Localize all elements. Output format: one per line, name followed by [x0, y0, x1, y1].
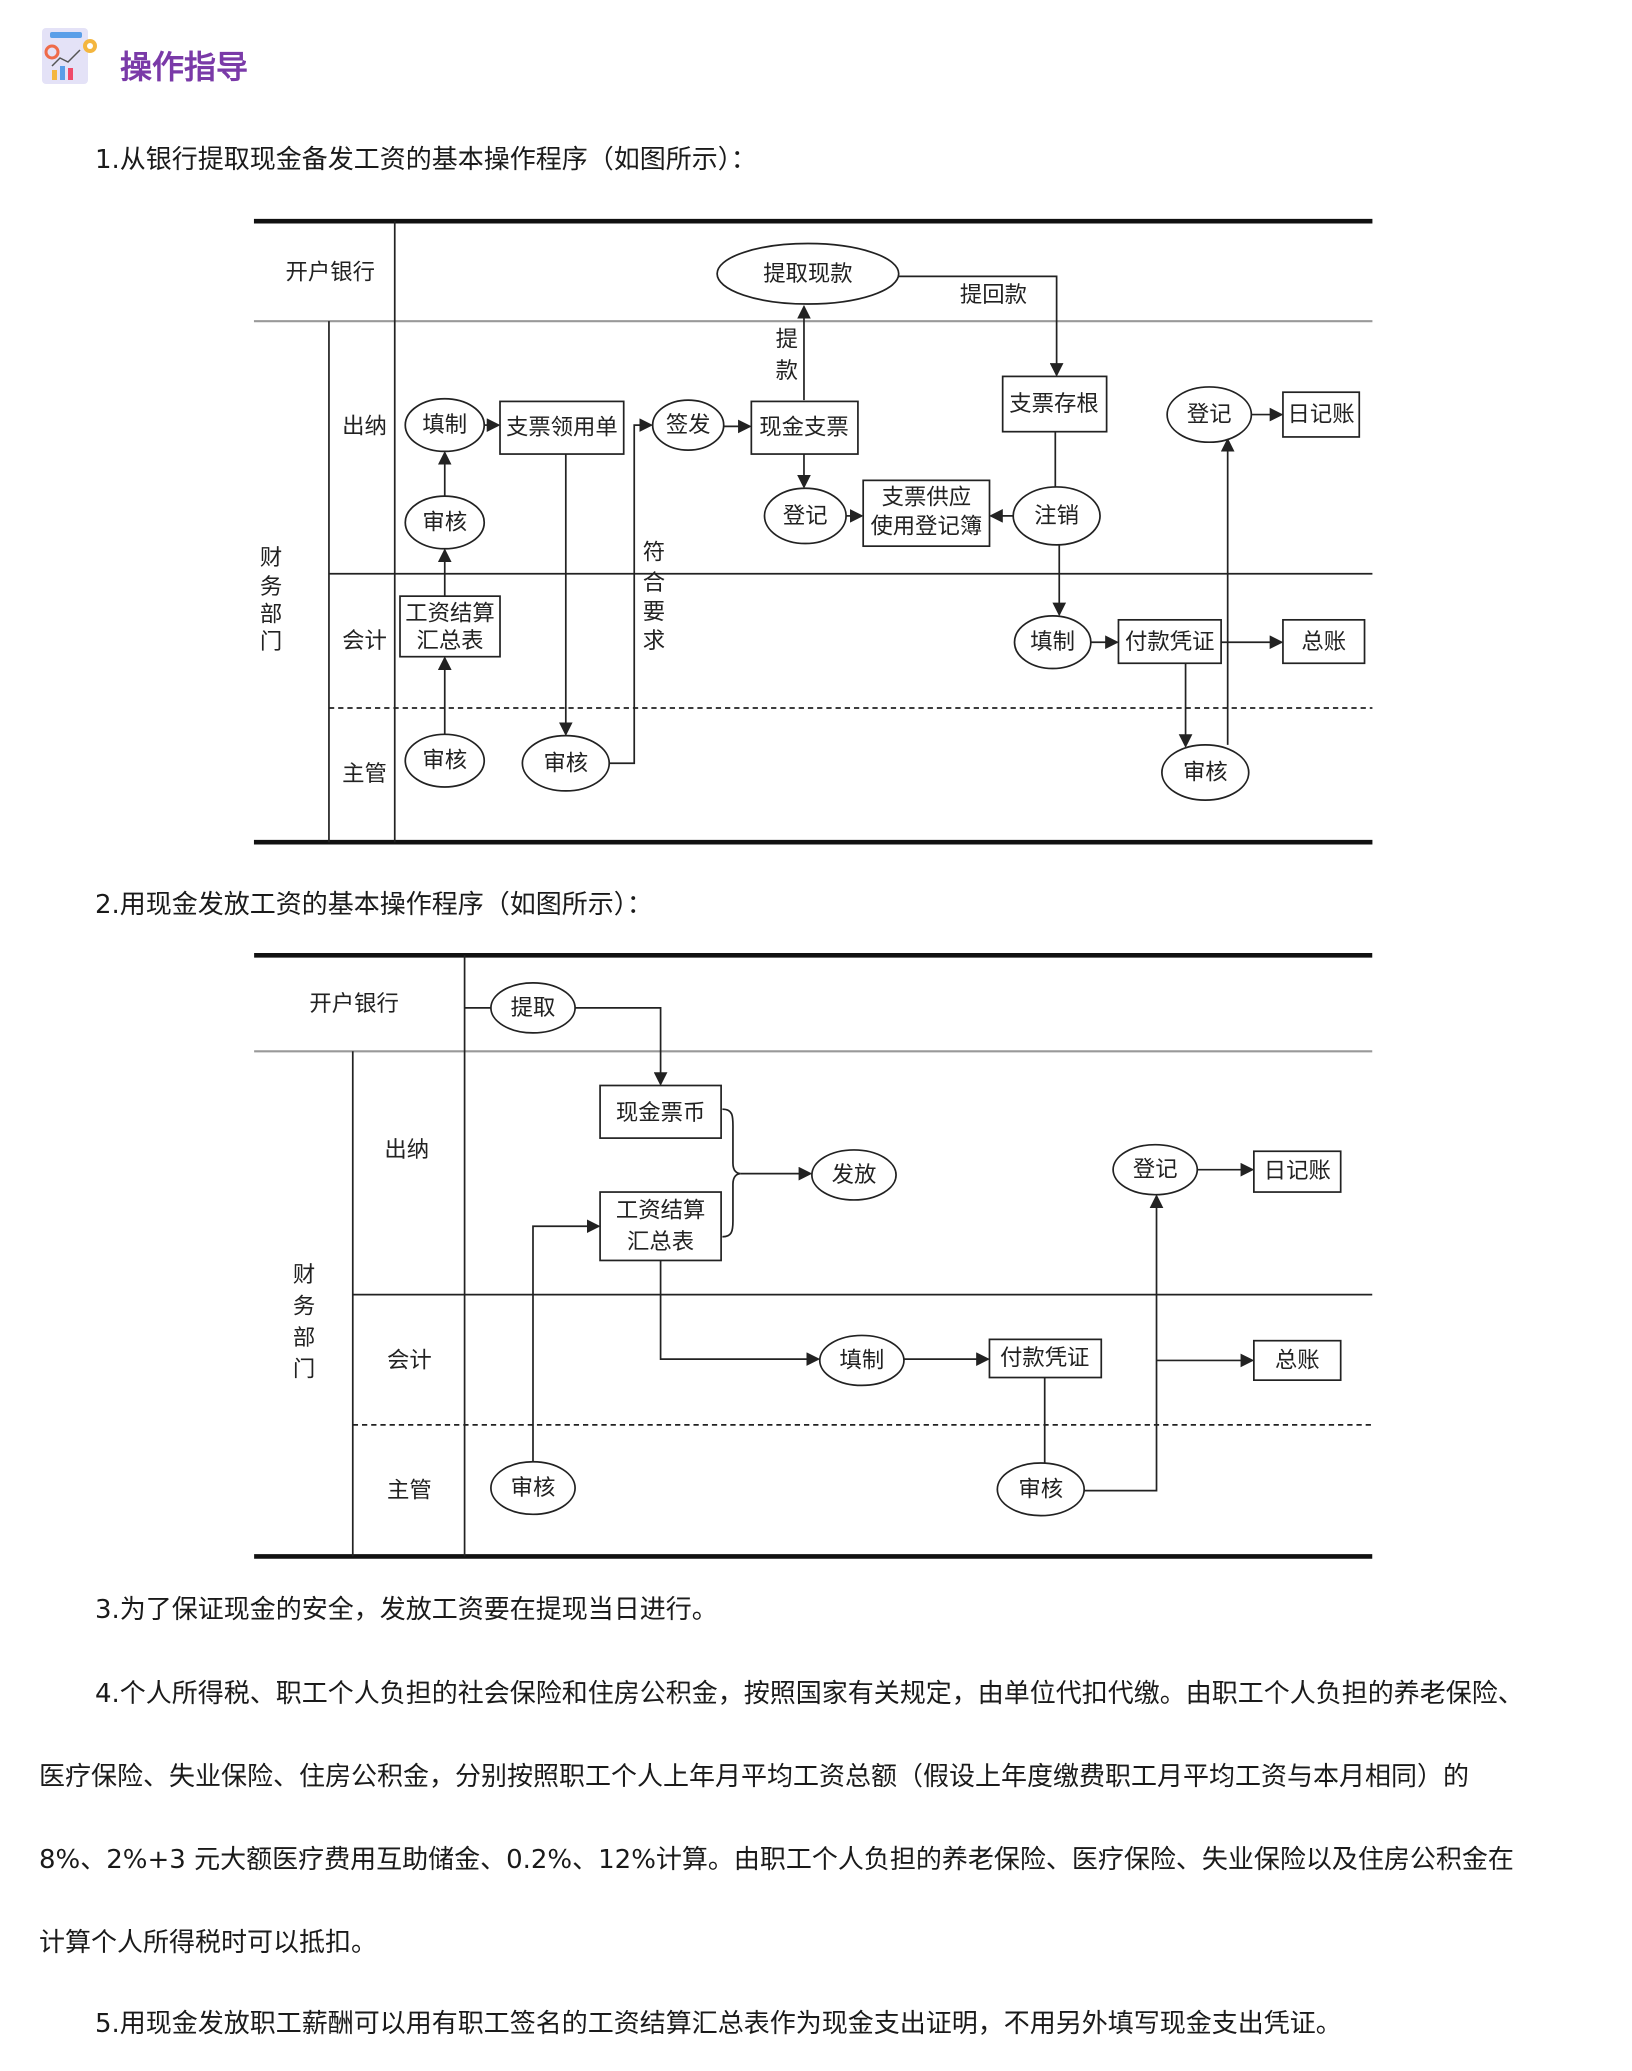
- lane-cashier: 出纳: [342, 413, 387, 439]
- svg-text:审核: 审核: [422, 509, 467, 535]
- svg-text:汇总表: 汇总表: [627, 1229, 694, 1255]
- section-1-heading: 1.从银行提取现金备发工资的基本操作程序（如图所示）：: [95, 145, 757, 175]
- node-fill1: 填制: [404, 397, 486, 453]
- lane-supervisor: 主管: [342, 761, 387, 787]
- node-payroll: 工资结算汇总表: [399, 595, 501, 658]
- report-chart-gear-icon: [42, 28, 97, 84]
- node-reg: 登记: [1112, 1143, 1199, 1196]
- section-3-text: 3.为了保证现金的安全，发放工资要在提现当日进行。: [95, 1595, 718, 1625]
- page-title: 操作指导: [120, 48, 249, 86]
- node-review3: 审核: [521, 734, 611, 792]
- svg-text:付款凭证: 付款凭证: [1000, 1345, 1089, 1371]
- svg-text:审核: 审核: [1183, 759, 1228, 785]
- svg-text:审核: 审核: [422, 748, 467, 774]
- section-2-heading: 2.用现金发放工资的基本操作程序（如图所示）：: [95, 890, 653, 920]
- svg-text:注销: 注销: [1034, 503, 1079, 529]
- node-ledger: 总账: [1253, 1339, 1342, 1382]
- label-meets: 求: [643, 628, 665, 654]
- node-withdraw: 提取: [490, 982, 576, 1034]
- node-sign: 签发: [651, 399, 725, 451]
- section-4-line: 8%、2%+3 元大额医疗费用互助储金、0.2%、12%计算。由职工个人负担的养…: [39, 1845, 1514, 1875]
- svg-text:登记: 登记: [783, 503, 828, 529]
- lane-dept: 门: [260, 629, 282, 655]
- lane-dept: 部: [293, 1325, 315, 1351]
- svg-text:总账: 总账: [1301, 629, 1346, 655]
- diagram-pay-salary-flowchart: 开户银行 出纳 会计 主管 财 务 部 门 提取 现金票币 工资结算汇总表 发放…: [254, 952, 1373, 1559]
- lane-cashier: 出纳: [384, 1137, 429, 1163]
- svg-text:总账: 总账: [1275, 1347, 1320, 1373]
- svg-text:付款凭证: 付款凭证: [1125, 629, 1214, 655]
- node-review4: 审核: [1161, 743, 1250, 801]
- svg-text:现金支票: 现金支票: [759, 415, 848, 441]
- svg-text:登记: 登记: [1187, 402, 1232, 428]
- node-fill: 填制: [818, 1334, 905, 1387]
- section-4-line: 计算个人所得税时可以抵扣。: [39, 1928, 378, 1958]
- lane-accountant: 会计: [342, 628, 387, 654]
- svg-text:登记: 登记: [1133, 1157, 1178, 1183]
- lane-dept: 务: [260, 574, 282, 600]
- svg-text:工资结算: 工资结算: [616, 1197, 705, 1223]
- svg-text:使用登记簿: 使用登记簿: [870, 513, 982, 539]
- svg-text:填制: 填制: [422, 412, 467, 438]
- svg-text:填制: 填制: [1030, 629, 1075, 655]
- svg-text:发放: 发放: [832, 1162, 877, 1188]
- section-4-line: 4.个人所得税、职工个人负担的社会保险和住房公积金，按照国家有关规定，由单位代扣…: [95, 1679, 1524, 1709]
- node-cancel: 注销: [1012, 486, 1101, 546]
- lane-bank: 开户银行: [309, 991, 398, 1017]
- node-cheque: 现金支票: [750, 400, 859, 455]
- label-meets: 合: [643, 570, 665, 596]
- lane-supervisor: 主管: [387, 1478, 432, 1504]
- svg-text:填制: 填制: [839, 1347, 884, 1373]
- node-review2: 审核: [404, 733, 486, 788]
- node-withdraw: 提取现款: [716, 242, 900, 305]
- label-return: 提回款: [960, 282, 1027, 308]
- svg-text:提取: 提取: [511, 995, 556, 1021]
- svg-text:工资结算: 工资结算: [405, 600, 494, 626]
- section-5-text: 5.用现金发放职工薪酬可以用有职工签名的工资结算汇总表作为现金支出证明，不用另外…: [95, 2009, 1342, 2039]
- svg-text:提取现款: 提取现款: [763, 261, 852, 287]
- svg-text:日记账: 日记账: [1288, 402, 1355, 428]
- svg-text:支票供应: 支票供应: [882, 484, 971, 510]
- node-review1: 审核: [404, 495, 486, 550]
- label-meets: 符: [643, 540, 665, 566]
- label-meets: 要: [643, 599, 665, 625]
- svg-text:日记账: 日记账: [1264, 1158, 1331, 1184]
- node-reg1: 登记: [1166, 386, 1253, 444]
- svg-text:汇总表: 汇总表: [416, 628, 483, 654]
- label-draw: 提: [776, 327, 798, 353]
- svg-text:支票存根: 支票存根: [1009, 391, 1098, 417]
- svg-text:现金票币: 现金票币: [616, 1100, 705, 1126]
- node-payroll: 工资结算汇总表: [599, 1191, 722, 1262]
- svg-text:审核: 审核: [543, 750, 588, 776]
- lane-accountant: 会计: [387, 1347, 432, 1373]
- lane-dept: 财: [293, 1262, 315, 1288]
- node-pay: 发放: [811, 1149, 897, 1201]
- node-fill2: 填制: [1013, 615, 1092, 670]
- header-icon: [38, 24, 100, 86]
- lane-bank: 开户银行: [286, 259, 375, 285]
- svg-text:审核: 审核: [1018, 1476, 1063, 1502]
- node-reg2: 登记: [763, 487, 847, 545]
- node-cash: 现金票币: [599, 1084, 722, 1139]
- lane-dept: 门: [293, 1357, 315, 1383]
- lane-dept: 部: [260, 602, 282, 628]
- section-4-line: 医疗保险、失业保险、住房公积金，分别按照职工个人上年月平均工资总额（假设上年度缴…: [39, 1762, 1470, 1792]
- lane-dept: 财: [260, 545, 282, 571]
- diagram-withdraw-cash-flowchart: 开户银行 出纳 会计 主管 财 务 部 门 提回款 提 款 符 合 要 求 提取…: [253, 218, 1373, 845]
- node-voucher: 付款凭证: [988, 1338, 1103, 1379]
- node-req: 支票领用单: [499, 400, 625, 455]
- node-journal: 日记账: [1253, 1150, 1342, 1193]
- lane-dept: 务: [293, 1293, 315, 1319]
- node-voucher: 付款凭证: [1117, 618, 1222, 665]
- svg-text:签发: 签发: [666, 412, 711, 438]
- node-ledger: 总账: [1282, 618, 1366, 665]
- svg-text:审核: 审核: [511, 1475, 556, 1501]
- svg-text:支票领用单: 支票领用单: [506, 415, 618, 441]
- node-stub: 支票存根: [1001, 375, 1108, 433]
- label-draw: 款: [776, 358, 798, 384]
- node-review2: 审核: [996, 1462, 1086, 1517]
- node-review1: 审核: [490, 1460, 576, 1516]
- node-journal: 日记账: [1282, 391, 1361, 438]
